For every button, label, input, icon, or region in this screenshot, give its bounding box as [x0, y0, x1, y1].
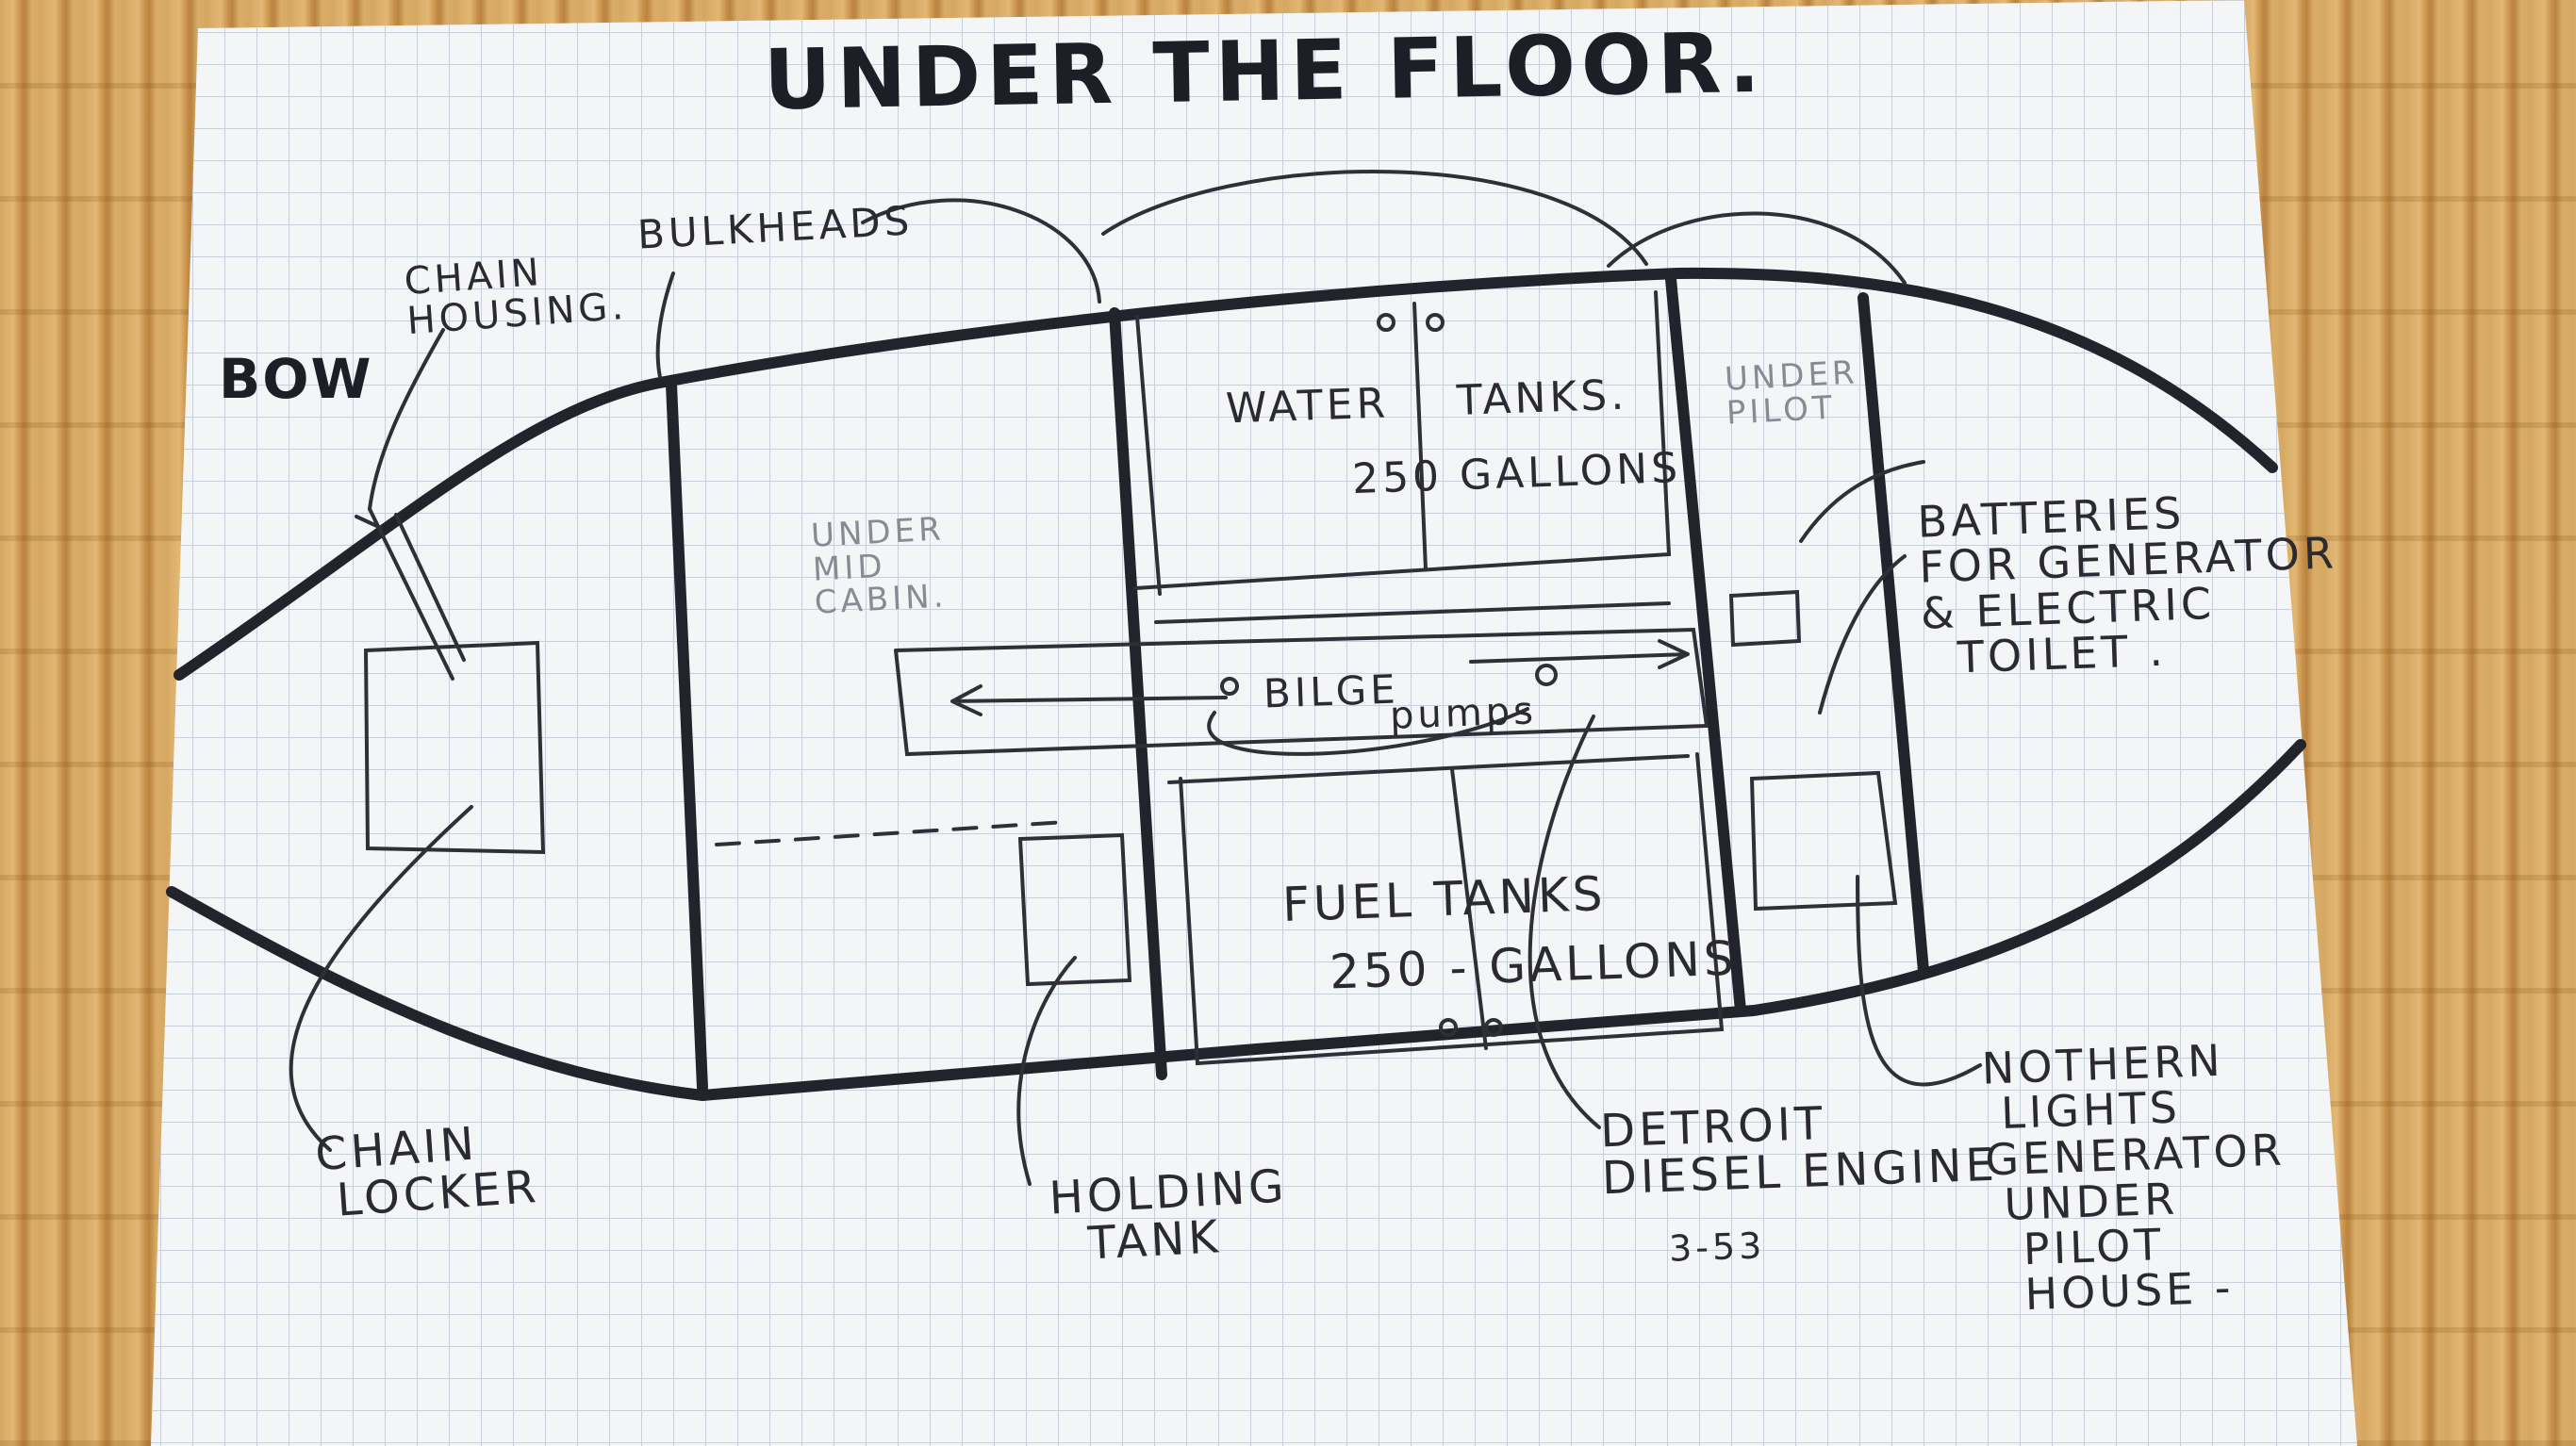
- leader-detroit: [1527, 715, 1601, 1129]
- leader-bulkheads-3: [1101, 170, 1648, 266]
- chain-locker-box: [363, 640, 546, 855]
- generator-box: [1749, 770, 1898, 912]
- leader-holding-tank: [1016, 956, 1077, 1186]
- bilge-arrow: [950, 639, 1690, 716]
- pumps-label: pumps: [1389, 689, 1538, 738]
- chain-housing-marks: [355, 507, 466, 681]
- engine-model-label: 3-53: [1668, 1224, 1766, 1270]
- bow-label: BOW: [219, 347, 373, 411]
- hull-top-line: [173, 267, 2278, 681]
- leader-chain-housing: [368, 328, 445, 511]
- mid-cabin-dash: [715, 820, 1067, 846]
- diagram-title: UNDER THE FLOOR.: [763, 13, 1767, 129]
- leader-batteries-2: [1818, 554, 1907, 715]
- under-mid-cabin-label: UNDER MID CABIN.: [810, 510, 949, 623]
- detroit-diesel-engine-label: DETROIT DIESEL ENGINE: [1599, 1097, 1999, 1206]
- hull-bottom-line: [166, 739, 2306, 1101]
- bulkhead-3: [1665, 273, 1746, 1016]
- bulkhead-1: [666, 379, 708, 1093]
- leader-bulkheads-1: [655, 271, 675, 379]
- chain-housing-label: CHAIN HOUSING.: [403, 250, 629, 344]
- holding-tank-label: HOLDING TANK: [1048, 1159, 1289, 1273]
- northern-lights-generator-label: NOTHERN LIGHTS GENERATOR UNDER PILOT HOU…: [1980, 1034, 2287, 1322]
- battery-box: [1728, 589, 1802, 648]
- leader-batteries-1: [1799, 460, 1925, 543]
- leader-bilge-curve: [1207, 707, 1529, 756]
- holding-tank-box: [1017, 832, 1132, 987]
- bilge-label: BILGE: [1263, 665, 1400, 717]
- bilge-pump-bar: [894, 601, 1709, 784]
- batteries-label: BATTERIES FOR GENERATOR & ELECTRIC TOILE…: [1916, 486, 2338, 684]
- leader-northern: [1856, 875, 1982, 1087]
- leader-chain-locker: [289, 805, 473, 1152]
- fuel-tanks-label: FUEL TANKS: [1281, 866, 1608, 932]
- leader-bulkheads-4: [1607, 211, 1907, 285]
- chain-locker-label: CHAIN LOCKER: [313, 1117, 542, 1229]
- water-tank-box: [1133, 290, 1672, 596]
- bulkhead-4: [1858, 292, 1929, 977]
- fuel-tank-box: [1179, 752, 1725, 1066]
- under-pilot-label: UNDER PILOT: [1724, 353, 1859, 433]
- leader-bulkheads-2: [861, 198, 1101, 304]
- bulkhead-2: [1109, 307, 1167, 1080]
- water-gallons-label: 250 GALLONS: [1351, 443, 1682, 504]
